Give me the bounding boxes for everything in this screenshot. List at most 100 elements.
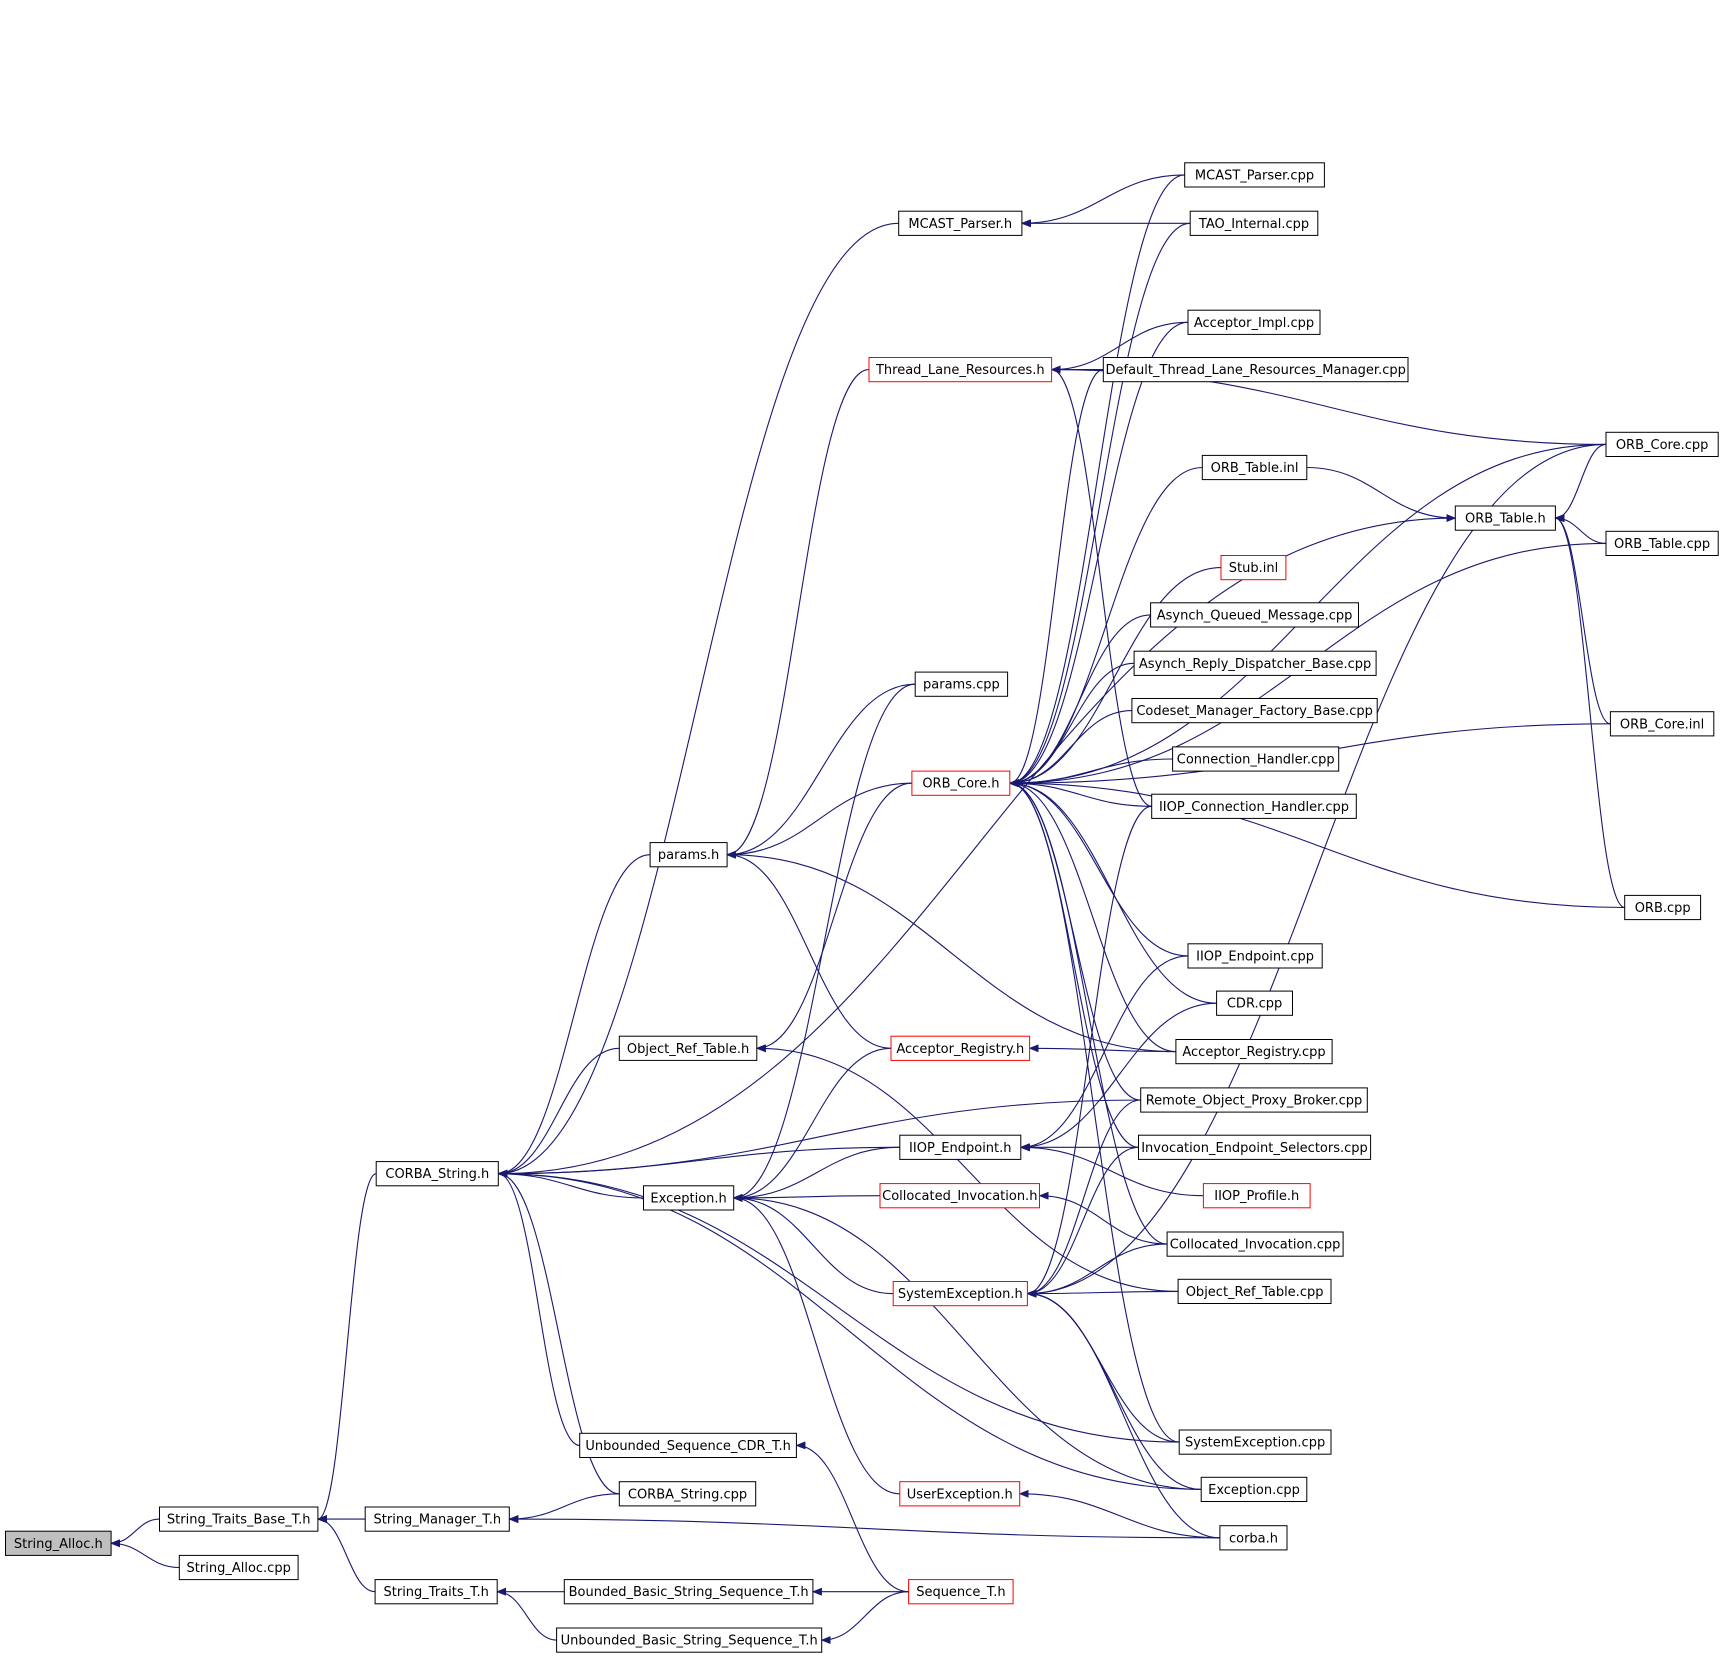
edge-params_cpp-to-params_h	[726, 683, 916, 859]
node-orb-core-cpp[interactable]: ORB_Core.cpp	[1605, 431, 1719, 457]
node-orb-core-h[interactable]: ORB_Core.h	[911, 770, 1011, 796]
node-label: Bounded_Basic_String_Sequence_T.h	[569, 1585, 809, 1600]
node-codeset-manager-factory-base-cpp[interactable]: Codeset_Manager_Factory_Base.cpp	[1131, 698, 1378, 724]
edge-acceptor_registry_cpp-to-acceptor_registry_h	[1028, 1044, 1176, 1053]
node-object-ref-table-h[interactable]: Object_Ref_Table.h	[618, 1035, 758, 1061]
edge-corba_h-to-systemexception_h	[1026, 1289, 1220, 1539]
node-orb-table-h[interactable]: ORB_Table.h	[1454, 505, 1556, 531]
node-label: Sequence_T.h	[916, 1585, 1005, 1600]
node-orb-core-inl[interactable]: ORB_Core.inl	[1609, 711, 1715, 737]
node-string-traits-base-t-h[interactable]: String_Traits_Base_T.h	[159, 1506, 319, 1532]
node-bounded-basic-string-sequence-t-h[interactable]: Bounded_Basic_String_Sequence_T.h	[563, 1579, 814, 1605]
node-label: Codeset_Manager_Factory_Base.cpp	[1136, 704, 1373, 719]
node-string-alloc-cpp[interactable]: String_Alloc.cpp	[178, 1554, 299, 1581]
node-box	[178, 1554, 299, 1581]
node-tao-internal-cpp[interactable]: TAO_Internal.cpp	[1189, 210, 1319, 236]
edge-orb_core_cpp-to-systemexception_h	[1026, 443, 1607, 1298]
node-label: SystemException.h	[898, 1287, 1023, 1302]
node-collocated-invocation-h[interactable]: Collocated_Invocation.h	[879, 1183, 1040, 1209]
edge-exception_cpp-to-corba_string_h	[497, 1169, 1202, 1490]
node-orb-table-inl[interactable]: ORB_Table.inl	[1201, 454, 1308, 481]
node-string-manager-t-h[interactable]: String_Manager_T.h	[364, 1506, 510, 1532]
node-iiop-endpoint-h[interactable]: IIOP_Endpoint.h	[899, 1134, 1022, 1160]
node-iiop-endpoint-cpp[interactable]: IIOP_Endpoint.cpp	[1187, 943, 1323, 969]
node-label: ORB_Table.h	[1465, 512, 1546, 527]
edge-acceptor_registry_h-to-params_h	[726, 850, 892, 1049]
node-acceptor-registry-cpp[interactable]: Acceptor_Registry.cpp	[1175, 1039, 1333, 1065]
node-label: String_Traits_Base_T.h	[167, 1513, 311, 1528]
edge-acceptor_impl_cpp-to-orb_core_h	[1008, 321, 1189, 788]
node-connection-handler-cpp[interactable]: Connection_Handler.cpp	[1172, 746, 1340, 772]
node-object-ref-table-cpp[interactable]: Object_Ref_Table.cpp	[1177, 1278, 1332, 1305]
edge-cdr_cpp-to-iiop_endpoint_h	[1019, 1002, 1217, 1152]
edge-corba_h-to-string_manager_t_h	[508, 1515, 1220, 1539]
node-stub-inl[interactable]: Stub.inl	[1220, 555, 1287, 581]
node-mcast-parser-h[interactable]: MCAST_Parser.h	[898, 210, 1023, 236]
edge-mcast_parser_cpp-to-orb_core_h	[1008, 174, 1185, 788]
node-box	[375, 1161, 499, 1187]
edge-asynch_queued_message_cpp-to-orb_core_h	[1008, 614, 1151, 788]
edge-iiop_endpoint_cpp-to-iiop_endpoint_h	[1019, 955, 1189, 1152]
edge-collocated_invocation_cpp-to-orb_core_h	[1008, 779, 1168, 1245]
node-box	[899, 1481, 1021, 1507]
node-label: Connection_Handler.cpp	[1177, 753, 1335, 768]
edge-mcast_parser_cpp-to-mcast_parser_h	[1020, 174, 1185, 228]
node-box	[1150, 602, 1359, 628]
edge-remote_object_proxy_broker_cpp-to-systemexception_h	[1026, 1099, 1141, 1298]
node-cdr-cpp[interactable]: CDR.cpp	[1216, 990, 1293, 1016]
edge-acceptor_registry_cpp-to-orb_core_h	[1008, 779, 1176, 1053]
edge-orb_core_h-to-object_ref_table_h	[755, 782, 912, 1053]
node-corba-string-cpp[interactable]: CORBA_String.cpp	[618, 1481, 757, 1507]
node-iiop-profile-h[interactable]: IIOP_Profile.h	[1202, 1183, 1311, 1209]
node-box	[1138, 1134, 1372, 1160]
node-label: params.cpp	[923, 678, 1000, 693]
node-thread-lane-resources-h[interactable]: Thread_Lane_Resources.h	[868, 357, 1053, 383]
node-label: ORB_Core.inl	[1620, 717, 1704, 732]
node-unbounded-basic-string-sequence-t-h[interactable]: Unbounded_Basic_String_Sequence_T.h	[556, 1627, 823, 1653]
node-box	[1178, 1429, 1332, 1455]
node-box	[1605, 431, 1719, 457]
node-string-traits-t-h[interactable]: String_Traits_T.h	[374, 1579, 498, 1605]
node-box	[618, 1035, 758, 1061]
node-box	[1187, 943, 1323, 969]
node-iiop-connection-handler-cpp[interactable]: IIOP_Connection_Handler.cpp	[1151, 793, 1357, 819]
node-mcast-parser-cpp[interactable]: MCAST_Parser.cpp	[1184, 162, 1325, 188]
edge-default_thread_lane_resources_manager_cpp-to-orb_core_h	[1008, 369, 1104, 788]
node-box	[1177, 1278, 1332, 1305]
node-orb-table-cpp[interactable]: ORB_Table.cpp	[1605, 530, 1719, 556]
edge-connection_handler_cpp-to-orb_core_h	[1008, 758, 1173, 788]
node-corba-h[interactable]: corba.h	[1219, 1525, 1288, 1551]
node-remote-object-proxy-broker-cpp[interactable]: Remote_Object_Proxy_Broker.cpp	[1140, 1087, 1368, 1113]
node-label: ORB_Core.h	[922, 777, 999, 792]
node-systemexception-cpp[interactable]: SystemException.cpp	[1178, 1429, 1332, 1455]
node-unbounded-sequence-cdr-t-h[interactable]: Unbounded_Sequence_CDR_T.h	[579, 1432, 797, 1459]
node-corba-string-h[interactable]: CORBA_String.h	[375, 1161, 499, 1187]
edge-sequence_t_h-to-unbounded_basic_string_sequence_t_h	[820, 1591, 909, 1645]
node-userexception-h[interactable]: UserException.h	[899, 1481, 1021, 1507]
node-label: Stub.inl	[1229, 561, 1278, 576]
edge-codeset_manager_factory_base_cpp-to-orb_core_h	[1008, 710, 1132, 788]
node-label: Acceptor_Impl.cpp	[1194, 316, 1314, 331]
node-box	[1200, 1476, 1308, 1503]
node-asynch-reply-dispatcher-base-cpp[interactable]: Asynch_Reply_Dispatcher_Base.cpp	[1133, 650, 1377, 676]
node-exception-cpp[interactable]: Exception.cpp	[1200, 1476, 1308, 1503]
node-default-thread-lane-resources-manager-cpp[interactable]: Default_Thread_Lane_Resources_Manager.cp…	[1102, 357, 1409, 383]
node-label: UserException.h	[907, 1487, 1013, 1502]
node-asynch-queued-message-cpp[interactable]: Asynch_Queued_Message.cpp	[1150, 602, 1359, 628]
node-acceptor-impl-cpp[interactable]: Acceptor_Impl.cpp	[1187, 309, 1321, 335]
node-sequence-t-h[interactable]: Sequence_T.h	[908, 1579, 1014, 1605]
node-string-alloc-h: String_Alloc.h	[5, 1530, 112, 1556]
node-invocation-endpoint-selectors-cpp[interactable]: Invocation_Endpoint_Selectors.cpp	[1138, 1134, 1372, 1160]
node-params-cpp[interactable]: params.cpp	[914, 671, 1009, 697]
node-orb-cpp[interactable]: ORB.cpp	[1624, 894, 1702, 921]
node-label: Exception.cpp	[1208, 1483, 1300, 1498]
node-collocated-invocation-cpp[interactable]: Collocated_Invocation.cpp	[1166, 1231, 1344, 1257]
node-params-h[interactable]: params.h	[649, 842, 728, 868]
node-exception-h[interactable]: Exception.h	[643, 1185, 735, 1211]
node-label: CORBA_String.h	[385, 1167, 489, 1182]
node-box	[374, 1579, 498, 1605]
edge-exception_cpp-to-systemexception_h	[1026, 1289, 1202, 1490]
node-systemexception-h[interactable]: SystemException.h	[892, 1281, 1028, 1307]
node-acceptor-registry-h[interactable]: Acceptor_Registry.h	[890, 1035, 1031, 1061]
